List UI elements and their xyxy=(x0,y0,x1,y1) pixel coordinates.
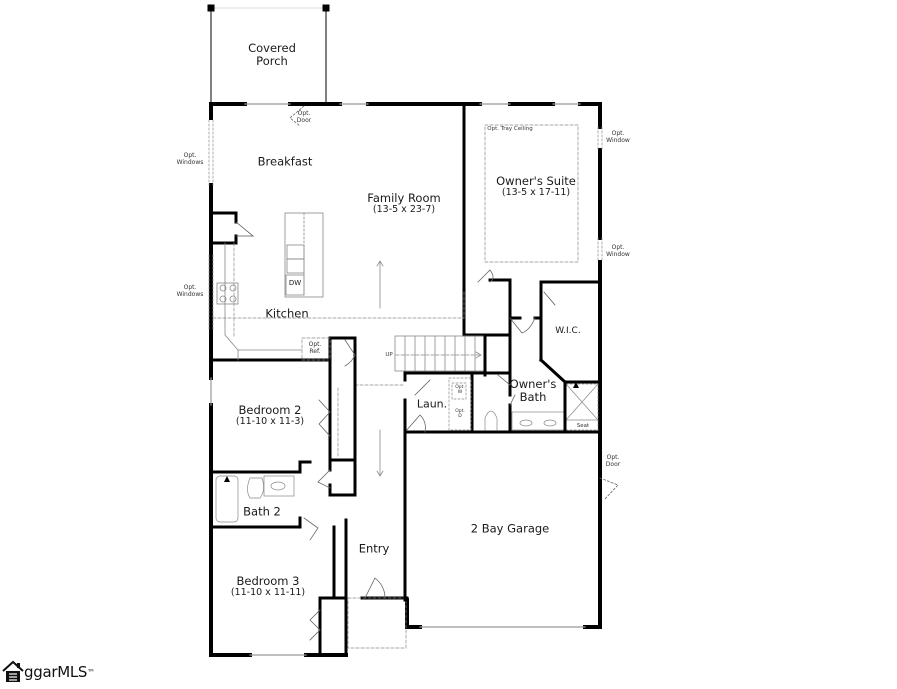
bedroom-2-label: Bedroom 2 (11-10 x 11-3) xyxy=(235,402,305,428)
laundry-label: Laun. xyxy=(416,397,448,411)
bedroom-3-label: Bedroom 3 (11-10 x 11-11) xyxy=(230,573,306,599)
owners-bath-name: Owner's Bath xyxy=(509,376,557,404)
bedroom-2-name: Bedroom 2 xyxy=(238,402,302,417)
windows xyxy=(210,103,586,656)
family-room-name: Family Room xyxy=(367,190,441,205)
family-room-label: Family Room (13-5 x 23-7) xyxy=(367,190,441,216)
opt-refrigerator-note: Opt. Ref. xyxy=(308,341,322,355)
opt-dryer-note: Opt. D xyxy=(455,408,465,419)
opt-windows-breakfast-note: Opt. Windows xyxy=(176,152,204,166)
garage-label: 2 Bay Garage xyxy=(470,521,550,536)
bedroom-3-name: Bedroom 3 xyxy=(236,573,300,588)
owners-suite-dimensions: (13-5 x 17-11) xyxy=(501,187,571,199)
owners-suite-name: Owner's Suite xyxy=(496,173,576,188)
owners-suite-label: Owner's Suite (13-5 x 17-11) xyxy=(496,173,576,199)
opt-tray-ceiling-note: Opt. Tray Ceiling xyxy=(487,125,533,132)
opt-washer-note: Opt. W xyxy=(455,384,465,395)
opt-door-top-note: Opt. Door xyxy=(296,110,312,124)
bath-2-label: Bath 2 xyxy=(243,504,281,519)
watermark-text: ggarMLS xyxy=(24,663,88,681)
bedroom-3-dimensions: (11-10 x 11-11) xyxy=(230,587,306,599)
opt-window-suite-2-note: Opt. Window xyxy=(606,244,630,258)
opt-door-garage-note: Opt. Door xyxy=(605,454,621,468)
breakfast-label: Breakfast xyxy=(257,154,313,169)
trademark-symbol: ™ xyxy=(87,667,95,677)
family-room-dimensions: (13-5 x 23-7) xyxy=(372,204,436,216)
house-logo-icon xyxy=(2,660,24,682)
stairs-up-label: UP xyxy=(385,351,393,358)
covered-porch-label: Covered Porch xyxy=(242,40,302,68)
opt-windows-kitchen-note: Opt. Windows xyxy=(176,284,204,298)
opt-window-suite-1-note: Opt. Window xyxy=(606,130,630,144)
covered-porch-outline xyxy=(207,4,330,104)
shower-seat-label: Seat xyxy=(576,422,590,429)
kitchen-label: Kitchen xyxy=(265,306,309,321)
covered-porch-name: Covered Porch xyxy=(248,40,296,68)
dishwasher-label: DW xyxy=(288,278,302,287)
bedroom-2-dimensions: (11-10 x 11-3) xyxy=(235,416,305,428)
entry-label: Entry xyxy=(358,541,390,556)
owners-bath-label: Owner's Bath xyxy=(508,376,558,404)
wic-label: W.I.C. xyxy=(555,325,581,336)
